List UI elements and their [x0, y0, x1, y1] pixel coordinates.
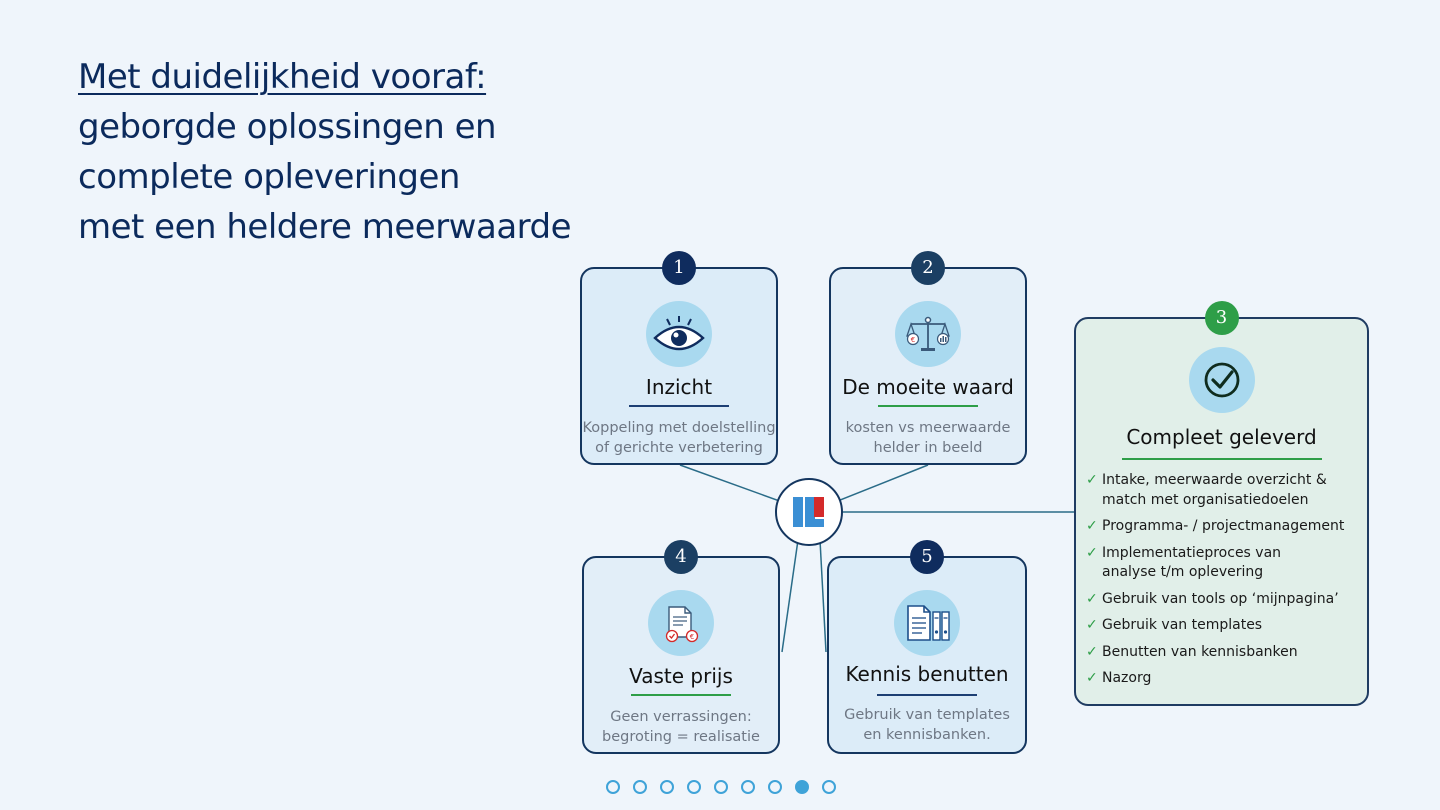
- checklist-text: Gebruik van tools op ‘mijnpagina’: [1102, 590, 1339, 607]
- checklist-item: ✓ Programma- / projectmanagement: [1086, 517, 1370, 537]
- svg-text:€: €: [690, 633, 694, 641]
- checklist-item: ✓ Benutten van kennisbanken: [1086, 643, 1370, 663]
- checklist-item: ✓ Gebruik van tools op ‘mijnpagina’: [1086, 590, 1370, 610]
- card-title: Kennis benutten: [845, 662, 1009, 686]
- headline-line-2: geborgde oplossingen en: [78, 107, 497, 147]
- eye-icon: [646, 301, 712, 367]
- card-desc-line: Koppeling met doelstelling: [582, 420, 776, 436]
- slide-pager: [606, 780, 836, 794]
- card-inzicht: 1 Inzicht Koppeling met doelstelling of …: [580, 251, 778, 465]
- checklist-text: Nazorg: [1102, 670, 1152, 686]
- checklist-text: Implementatieproces van: [1102, 544, 1282, 561]
- card-desc-line: Gebruik van templates: [844, 707, 1010, 723]
- checklist-item: ✓ Implementatieproces van analyse t/m op…: [1086, 544, 1370, 583]
- scale-icon: €: [895, 301, 961, 367]
- card-title: Vaste prijs: [629, 664, 733, 688]
- pager-dot[interactable]: [606, 780, 620, 794]
- card-title: De moeite waard: [842, 375, 1014, 399]
- headline: Met duidelijkheid vooraf: geborgde oplos…: [78, 52, 572, 252]
- pager-dot[interactable]: [714, 780, 728, 794]
- card-description: Geen verrassingen: begroting = realisati…: [584, 707, 778, 747]
- invoice-icon: €: [648, 590, 714, 656]
- check-icon: ✓: [1086, 472, 1098, 488]
- card-description: Koppeling met doelstelling of gerichte v…: [582, 418, 776, 458]
- checklist-text: Intake, meerwaarde overzicht &: [1102, 472, 1327, 488]
- pager-dot[interactable]: [660, 780, 674, 794]
- card-title: Compleet geleverd: [1126, 425, 1317, 449]
- card-vaste-prijs: 4 € Vaste prijs Geen verrassingen: begro…: [582, 540, 780, 754]
- card-number-badge: 1: [662, 251, 696, 285]
- card-desc-line: of gerichte verbetering: [595, 440, 763, 456]
- title-underline: [629, 405, 729, 407]
- checklist-item: ✓ Gebruik van templates: [1086, 616, 1370, 636]
- title-underline: [1121, 458, 1322, 460]
- check-icon: ✓: [1086, 617, 1098, 633]
- checklist: ✓ Intake, meerwaarde overzicht & match m…: [1086, 471, 1370, 696]
- card-compleet-geleverd: 3 Compleet geleverd ✓ Intake, meerwaarde…: [1074, 301, 1370, 706]
- pager-dot[interactable]: [795, 780, 809, 794]
- title-underline: [878, 405, 978, 407]
- check-circle-icon: [1188, 347, 1255, 413]
- check-icon: ✓: [1086, 643, 1098, 660]
- card-number-badge: 5: [910, 540, 944, 574]
- card-number-badge: 4: [664, 540, 698, 574]
- pager-dot[interactable]: [633, 780, 647, 794]
- logo-icon: [793, 497, 824, 527]
- card-desc-line: en kennisbanken.: [863, 727, 991, 743]
- card-desc-line: begroting = realisatie: [602, 729, 760, 745]
- headline-line-3: complete opleveringen: [78, 157, 460, 197]
- card-title: Inzicht: [645, 375, 713, 399]
- title-underline: [877, 694, 977, 696]
- card-description: Gebruik van templates en kennisbanken.: [829, 705, 1025, 745]
- card-de-moeite-waard: 2 € De moeite waard kosten vs meerwaarde…: [829, 251, 1027, 465]
- checklist-text: Programma- / projectmanagement: [1102, 518, 1345, 534]
- check-icon: ✓: [1086, 670, 1098, 686]
- check-icon: ✓: [1086, 518, 1098, 534]
- checklist-item: ✓ Nazorg: [1086, 669, 1370, 689]
- checklist-item: ✓ Intake, meerwaarde overzicht & match m…: [1086, 471, 1370, 510]
- check-icon: ✓: [1086, 544, 1098, 561]
- checklist-text: Benutten van kennisbanken: [1102, 643, 1298, 660]
- checklist-text: analyse t/m oplevering: [1102, 564, 1264, 580]
- title-underline: [631, 694, 731, 696]
- pager-dot[interactable]: [768, 780, 782, 794]
- headline-line-4: met een heldere meerwaarde: [78, 207, 572, 247]
- checklist-text: match met organisatiedoelen: [1102, 491, 1309, 508]
- card-desc-line: kosten vs meerwaarde: [845, 420, 1011, 436]
- pager-dot[interactable]: [822, 780, 836, 794]
- headline-line-1: Met duidelijkheid vooraf:: [78, 57, 487, 97]
- checklist-text: Gebruik van templates: [1102, 617, 1263, 633]
- check-icon: ✓: [1086, 590, 1098, 607]
- card-number-badge: 3: [1204, 301, 1239, 335]
- card-number-badge: 2: [911, 251, 945, 285]
- document-binders-icon: [894, 590, 960, 656]
- card-kennis-benutten: 5 Kennis benutten Gebruik van templates …: [827, 540, 1027, 754]
- card-desc-line: Geen verrassingen:: [610, 709, 752, 725]
- center-logo-node: [775, 478, 843, 546]
- pager-dot[interactable]: [741, 780, 755, 794]
- pager-dot[interactable]: [687, 780, 701, 794]
- svg-text:€: €: [911, 336, 915, 344]
- card-description: kosten vs meerwaarde helder in beeld: [831, 418, 1025, 458]
- card-desc-line: helder in beeld: [873, 440, 983, 456]
